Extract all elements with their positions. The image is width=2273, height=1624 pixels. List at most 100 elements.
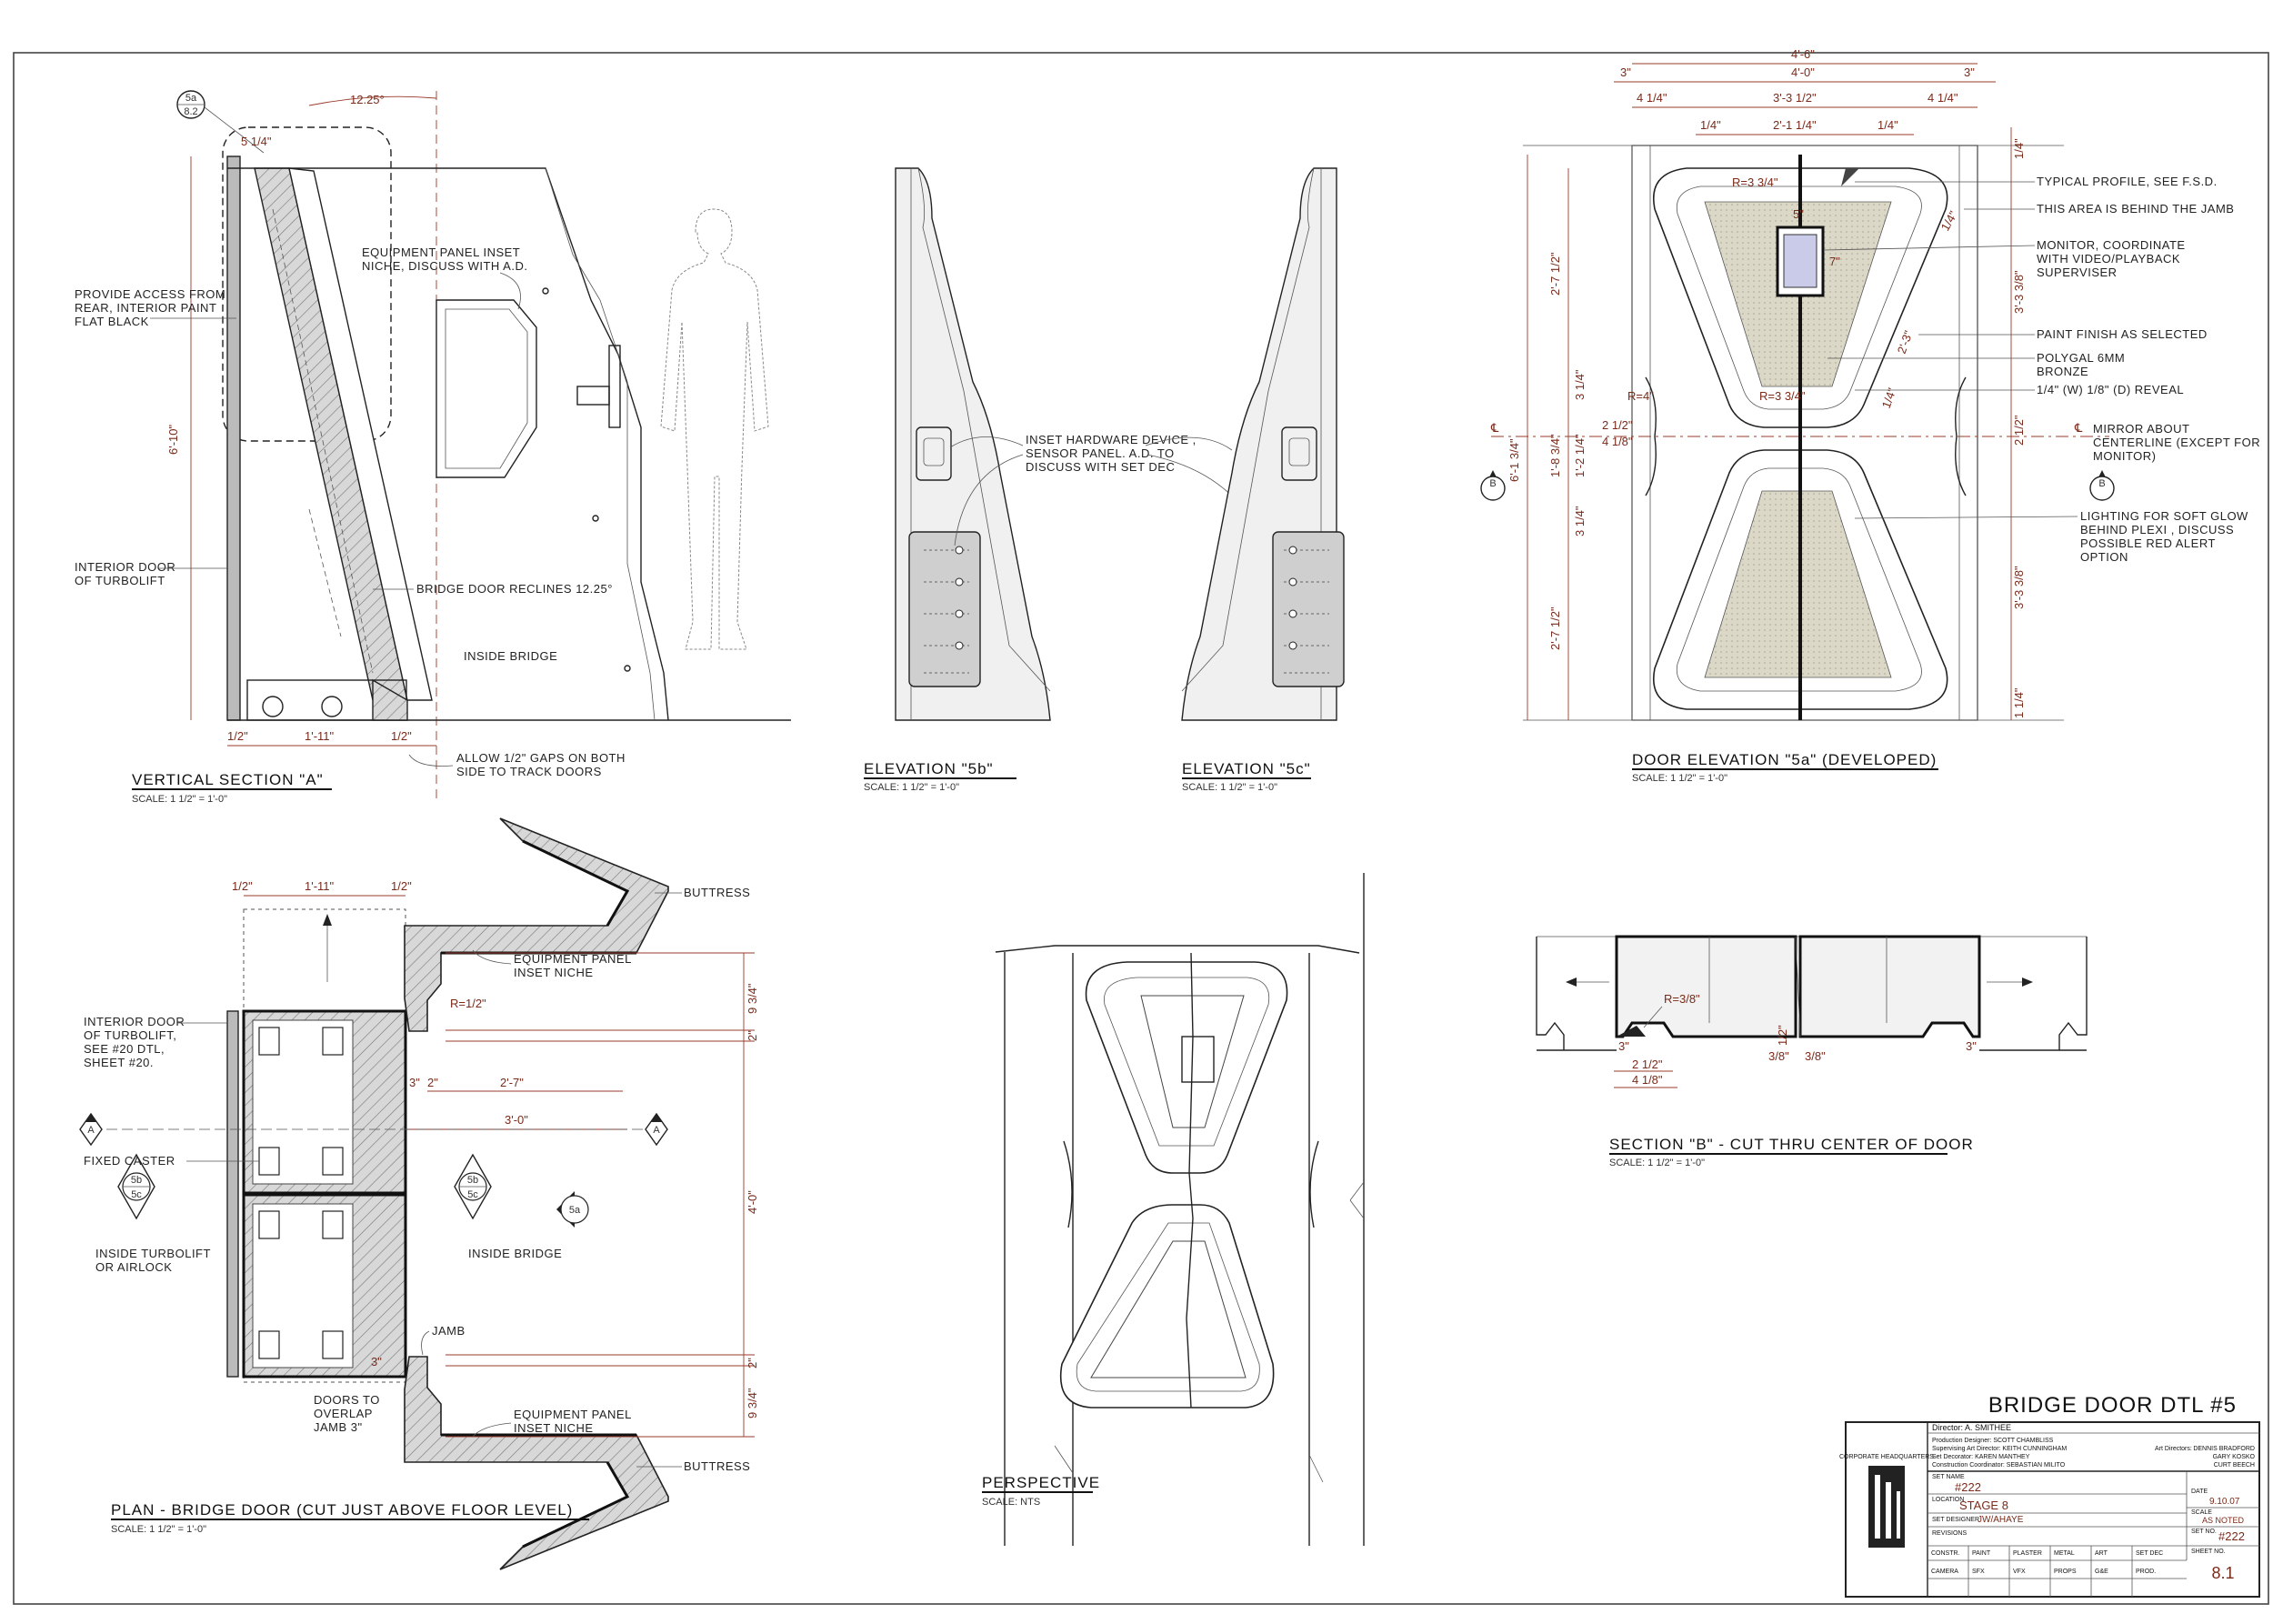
plan-note-interior-1: INTERIOR DOOR (84, 1015, 185, 1028)
section-b-view: R=3/8" 3" 2 1/2" 4 1/8" 1/2" 3/8" 3/8" 3… (1536, 935, 2088, 1168)
top-dim-3b: 3" (1964, 65, 1975, 79)
svg-text:A: A (87, 1125, 95, 1136)
plan-note-niche-bot-2: INSET NICHE (514, 1421, 594, 1435)
plan-scale: SCALE: 1 1/2" = 1'-0" (111, 1524, 206, 1535)
note-hardware-2: SENSOR PANEL. A.D. TO (1026, 446, 1175, 460)
thickness-dim: 5 1/4" (241, 135, 272, 148)
inner-monitor-w: 5" (1793, 207, 1804, 221)
height-dim: 6'-10" (166, 424, 180, 455)
left-dim-b: 1'-2 1/4" (1573, 434, 1587, 477)
door-elevation-title: DOOR ELEVATION "5a" (DEVELOPED) (1632, 751, 1937, 768)
svg-text:SCALE: SCALE (2191, 1509, 2212, 1516)
svg-text:VFX: VFX (2013, 1569, 2026, 1575)
top-dim-4b: 4 1/4" (1928, 91, 1958, 105)
elevation-marker-right: 5b 5c (454, 1153, 492, 1220)
elevation-5c-scale: SCALE: 1 1/2" = 1'-0" (1182, 782, 1277, 793)
svg-text:TYPICAL PROFILE, SEE F.S.D.: TYPICAL PROFILE, SEE F.S.D. (2037, 175, 2218, 188)
note-access-1: PROVIDE ACCESS FROM (75, 287, 225, 301)
plan-dim-3: 1/2" (391, 879, 412, 893)
plan-note-interior-4: SHEET #20. (84, 1056, 154, 1069)
top-dim-quarter-b: 1/4" (1877, 118, 1898, 132)
section-b-radius: R=3/8" (1664, 992, 1700, 1006)
svg-text:LIGHTING FOR SOFT GLOW: LIGHTING FOR SOFT GLOW (2080, 509, 2248, 523)
section-b-scale: SCALE: 1 1/2" = 1'-0" (1609, 1158, 1705, 1168)
set-no: #222 (2218, 1529, 2245, 1543)
svg-text:SHEET NO.: SHEET NO. (2191, 1549, 2226, 1555)
set-designer: JW/AHAYE (1978, 1515, 2024, 1525)
plan-note-interior-2: OF TURBOLIFT, (84, 1028, 176, 1042)
section-ref-bottom: 8.2 (184, 106, 197, 117)
svg-text:SET NAME: SET NAME (1932, 1474, 1965, 1480)
note-niche-1: EQUIPMENT PANEL INSET (362, 246, 520, 259)
vertical-section-scale: SCALE: 1 1/2" = 1'-0" (132, 794, 227, 805)
note-reclines: BRIDGE DOOR RECLINES 12.25° (416, 582, 613, 596)
door-elevation-notes: TYPICAL PROFILE, SEE F.S.D. THIS AREA IS… (1823, 175, 2260, 564)
plan-dim-opening: 2'-7" (500, 1076, 524, 1089)
left-dim-overall: 6'-1 3/4" (1507, 438, 1521, 482)
director: Director: A. SMITHEE (1932, 1423, 2011, 1432)
elevation-5c-title: ELEVATION "5c" (1182, 760, 1311, 777)
svg-text:DENNIS BRADFORD: DENNIS BRADFORD (2193, 1446, 2255, 1452)
section-b-dim-2half: 2 1/2" (1632, 1058, 1663, 1071)
inner-radius-a: R=3 3/4" (1732, 175, 1778, 189)
vertical-section-title: VERTICAL SECTION "A" (132, 771, 324, 788)
svg-text:5c: 5c (467, 1189, 478, 1200)
svg-text:5b: 5b (467, 1175, 478, 1186)
elevation-5b-scale: SCALE: 1 1/2" = 1'-0" (864, 782, 959, 793)
svg-text:CONSTR.: CONSTR. (1931, 1550, 1960, 1557)
svg-text:PROPS: PROPS (2054, 1569, 2077, 1575)
logo-icon (1868, 1466, 1905, 1548)
door-elevation-scale: SCALE: 1 1/2" = 1'-0" (1632, 773, 1727, 784)
elevation-marker-5a: 5a (556, 1191, 589, 1228)
svg-text:Production Designer: SCOTT CHA: Production Designer: SCOTT CHAMBLISS (1932, 1438, 2054, 1444)
note-inside-bridge: INSIDE BRIDGE (464, 649, 557, 663)
right-dim-d: 2 1/2" (2012, 415, 2026, 446)
elevation-5b-view: INSET HARDWARE DEVICE , SENSOR PANEL. A.… (864, 167, 1265, 793)
inner-radius-b: R=3 3/4" (1759, 389, 1806, 403)
bottom-dim-1: 1/2" (227, 729, 248, 743)
svg-text:PLASTER: PLASTER (2013, 1550, 2042, 1557)
svg-text:WITH VIDEO/PLAYBACK: WITH VIDEO/PLAYBACK (2037, 252, 2180, 266)
right-dim-h: 1/4" (1879, 386, 1899, 410)
plan-dim-overlap: 3" (371, 1355, 382, 1368)
plan-dim-radius: R=1/2" (450, 997, 486, 1010)
svg-text:LOCATION: LOCATION (1932, 1497, 1964, 1503)
plan-note-turbolift-2: OR AIRLOCK (95, 1260, 172, 1274)
right-dim-e: 3'-3 3/8" (2012, 566, 2026, 609)
title-block: BRIDGE DOOR DTL #5 CORPORATE HEADQUARTER… (1839, 1393, 2260, 1598)
svg-text:MONITOR): MONITOR) (2093, 449, 2156, 463)
perspective-scale: SCALE: NTS (982, 1497, 1040, 1508)
section-a-marker-right: A (645, 1112, 668, 1147)
section-a-marker-left: A (79, 1112, 103, 1147)
svg-text:METAL: METAL (2054, 1550, 2075, 1557)
vertical-section-view: 5a 8.2 12.25° 5 1/4" (75, 90, 791, 805)
plan-note-turbolift-1: INSIDE TURBOLIFT (95, 1247, 211, 1260)
plan-dim-upper-2: 2" (746, 1030, 759, 1041)
note-interior-1: INTERIOR DOOR (75, 560, 175, 574)
section-b-marker-right: B (2089, 470, 2115, 501)
inner-radius-c: R=4" (1627, 389, 1654, 403)
scale: AS NOTED (2202, 1516, 2245, 1525)
right-dim-g: 2'-3" (1895, 328, 1916, 356)
section-b-title: SECTION "B" - CUT THRU CENTER OF DOOR (1609, 1136, 1974, 1153)
inner-monitor-h: 7" (1829, 255, 1840, 268)
svg-text:PAINT: PAINT (1972, 1550, 1991, 1557)
svg-text:B: B (2098, 478, 2105, 489)
svg-text:5c: 5c (131, 1189, 142, 1200)
centerline-right: ℄ (2074, 421, 2083, 435)
section-ref-top: 5a (185, 93, 197, 104)
svg-text:PROD.: PROD. (2136, 1569, 2156, 1575)
svg-text:Construction Coordinator: SEBA: Construction Coordinator: SEBASTIAN MILI… (1932, 1462, 2066, 1469)
plan-view: 1/2" 1'-11" 1/2" R=1/2" 9 3/4" 2" 3" 2" … (79, 817, 759, 1570)
section-b-marker-left: B (1480, 470, 1506, 501)
svg-text:SET DEC: SET DEC (2136, 1550, 2163, 1557)
svg-text:CURT BEECH: CURT BEECH (2214, 1462, 2255, 1469)
section-b-dim-half: 1/2" (1776, 1025, 1789, 1046)
svg-text:POLYGAL 6MM: POLYGAL 6MM (2037, 351, 2125, 365)
centerline-left: ℄ (1490, 421, 1499, 435)
svg-text:SET DESIGNER: SET DESIGNER (1932, 1517, 1979, 1523)
plan-dim-lower-2: 2" (746, 1358, 759, 1368)
sheet-no: 8.1 (2211, 1564, 2234, 1582)
left-dim-f: 4 1/8" (1602, 435, 1633, 448)
